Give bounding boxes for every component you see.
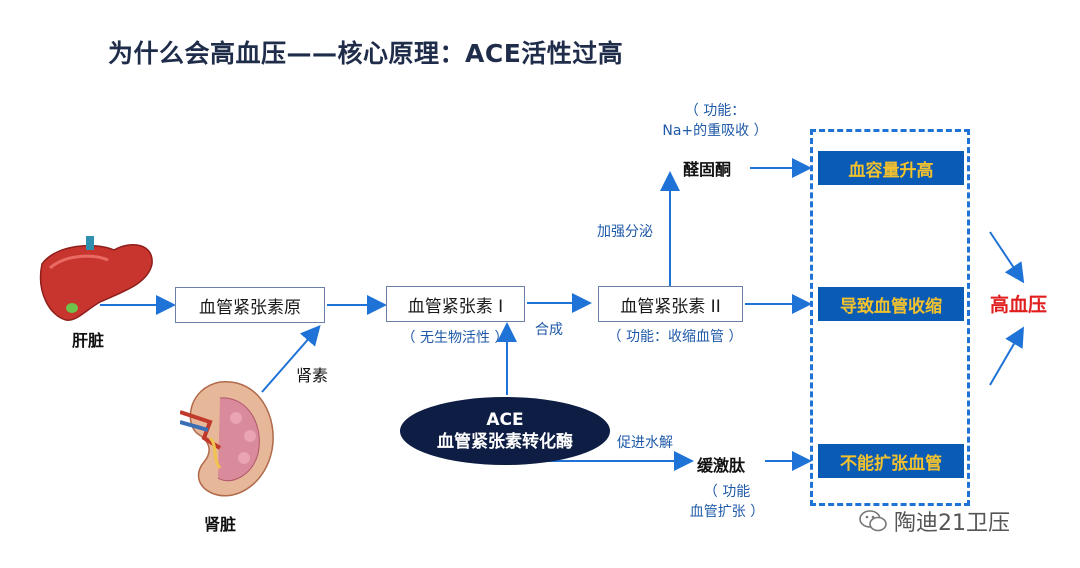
outcome-label: 高血压 (990, 294, 1048, 316)
bradykinin-note-line1: （ 功能 (703, 484, 751, 500)
watermark: 陶迪21卫压 (858, 505, 1010, 537)
angiotensin1-note: （ 无生物活性 ） (401, 330, 509, 346)
result-volume-box: 血容量升高 (818, 151, 964, 185)
page-title: 为什么会高血压——核心原理：ACE活性过高 (108, 39, 624, 68)
hydrolysis-label: 促进水解 (617, 435, 673, 451)
liver-label: 肝脏 (72, 331, 105, 350)
angiotensin2-note: （ 功能：收缩血管 ） (607, 329, 743, 345)
kidney-icon (180, 381, 274, 497)
angiotensinogen-box: 血管紧张素原 (175, 287, 325, 323)
result-no-dilation-box: 不能扩张血管 (818, 444, 964, 478)
aldosterone-note-line1: （ 功能： (684, 103, 746, 119)
liver-icon (39, 236, 153, 321)
ace-subtitle: 血管紧张素转化酶 (437, 432, 573, 452)
aldosterone-note: （ 功能： Na+的重吸收 ） (650, 101, 780, 141)
synthesis-label: 合成 (535, 322, 563, 338)
bradykinin-note-line2: 血管扩张 ） (689, 504, 765, 520)
arrow-to-outcome-bottom (989, 326, 1025, 386)
wechat-icon (859, 510, 887, 532)
bradykinin-label: 缓激肽 (697, 456, 746, 475)
results-dashed-frame (810, 129, 970, 506)
watermark-text: 陶迪21卫压 (894, 511, 1010, 536)
bradykinin-note: （ 功能 血管扩张 ） (672, 482, 782, 522)
angiotensin2-box: 血管紧张素 II (598, 286, 743, 322)
aldosterone-label: 醛固酮 (683, 160, 732, 179)
renin-label: 肾素 (296, 366, 329, 385)
secretion-label: 加强分泌 (597, 224, 653, 240)
angiotensin1-box: 血管紧张素 I (386, 286, 525, 322)
arrow-to-outcome-top (989, 231, 1025, 284)
ace-title: ACE (486, 410, 524, 430)
result-constriction-box: 导致血管收缩 (818, 287, 964, 321)
arrow-kidney-to-angiotensinogen (261, 324, 321, 393)
ace-ellipse: ACE 血管紧张素转化酶 (400, 397, 610, 465)
kidney-label: 肾脏 (204, 515, 237, 534)
aldosterone-note-line2: Na+的重吸收 ） (662, 123, 768, 139)
